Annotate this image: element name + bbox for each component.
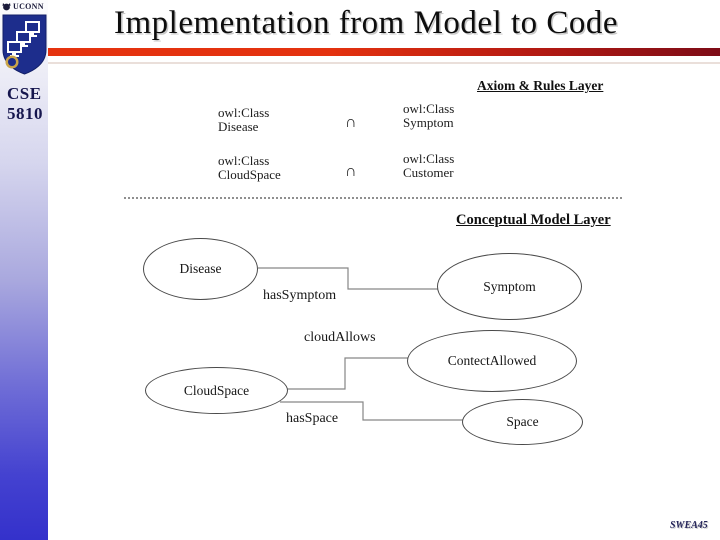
- owl-class-disease: owl:Class Disease: [218, 105, 270, 134]
- edge-label-hassymptom: hasSymptom: [263, 288, 337, 303]
- conceptual-layer-header: Conceptual Model Layer: [456, 212, 611, 228]
- owl-class-customer: owl:Class Customer: [403, 151, 455, 180]
- course-number: CSE 5810: [7, 84, 43, 124]
- node-symptom: Symptom: [437, 253, 582, 320]
- owl-class-cloudspace: owl:Class CloudSpace: [218, 153, 281, 182]
- uconn-logo: UCONN: [2, 2, 44, 11]
- axiom-layer-header: Axiom & Rules Layer: [477, 78, 604, 93]
- layer-separator: [124, 197, 622, 199]
- intersection-operator: ∩: [345, 163, 357, 180]
- seal-icon: [5, 55, 19, 69]
- monitor-icon: [25, 21, 40, 37]
- owl-class-symptom: owl:Class Symptom: [403, 101, 455, 130]
- edge-label-hasspace: hasSpace: [286, 411, 339, 426]
- edge-cloudallows: [287, 357, 408, 390]
- husky-icon: [2, 3, 11, 11]
- edge-label-cloudallows: cloudAllows: [304, 330, 376, 345]
- slide-title: Implementation from Model to Code: [114, 5, 619, 41]
- node-contectallowed: ContectAllowed: [407, 330, 577, 392]
- node-cloudspace: CloudSpace: [145, 367, 288, 414]
- sidebar: UCONN: [0, 0, 48, 540]
- edge-hassymptom: [258, 267, 438, 290]
- intersection-operator: ∩: [345, 114, 357, 131]
- node-space: Space: [462, 399, 583, 445]
- course-line2: 5810: [7, 104, 43, 123]
- course-line1: CSE: [7, 84, 42, 103]
- title-rule: [48, 48, 720, 56]
- cse-shield-icon: [2, 14, 47, 75]
- monitor-icon: [16, 31, 31, 47]
- title-rule-shadow: [48, 62, 720, 64]
- node-disease: Disease: [143, 238, 258, 300]
- uconn-logo-text: UCONN: [13, 2, 44, 11]
- slide-footer: SWEA45: [670, 520, 708, 531]
